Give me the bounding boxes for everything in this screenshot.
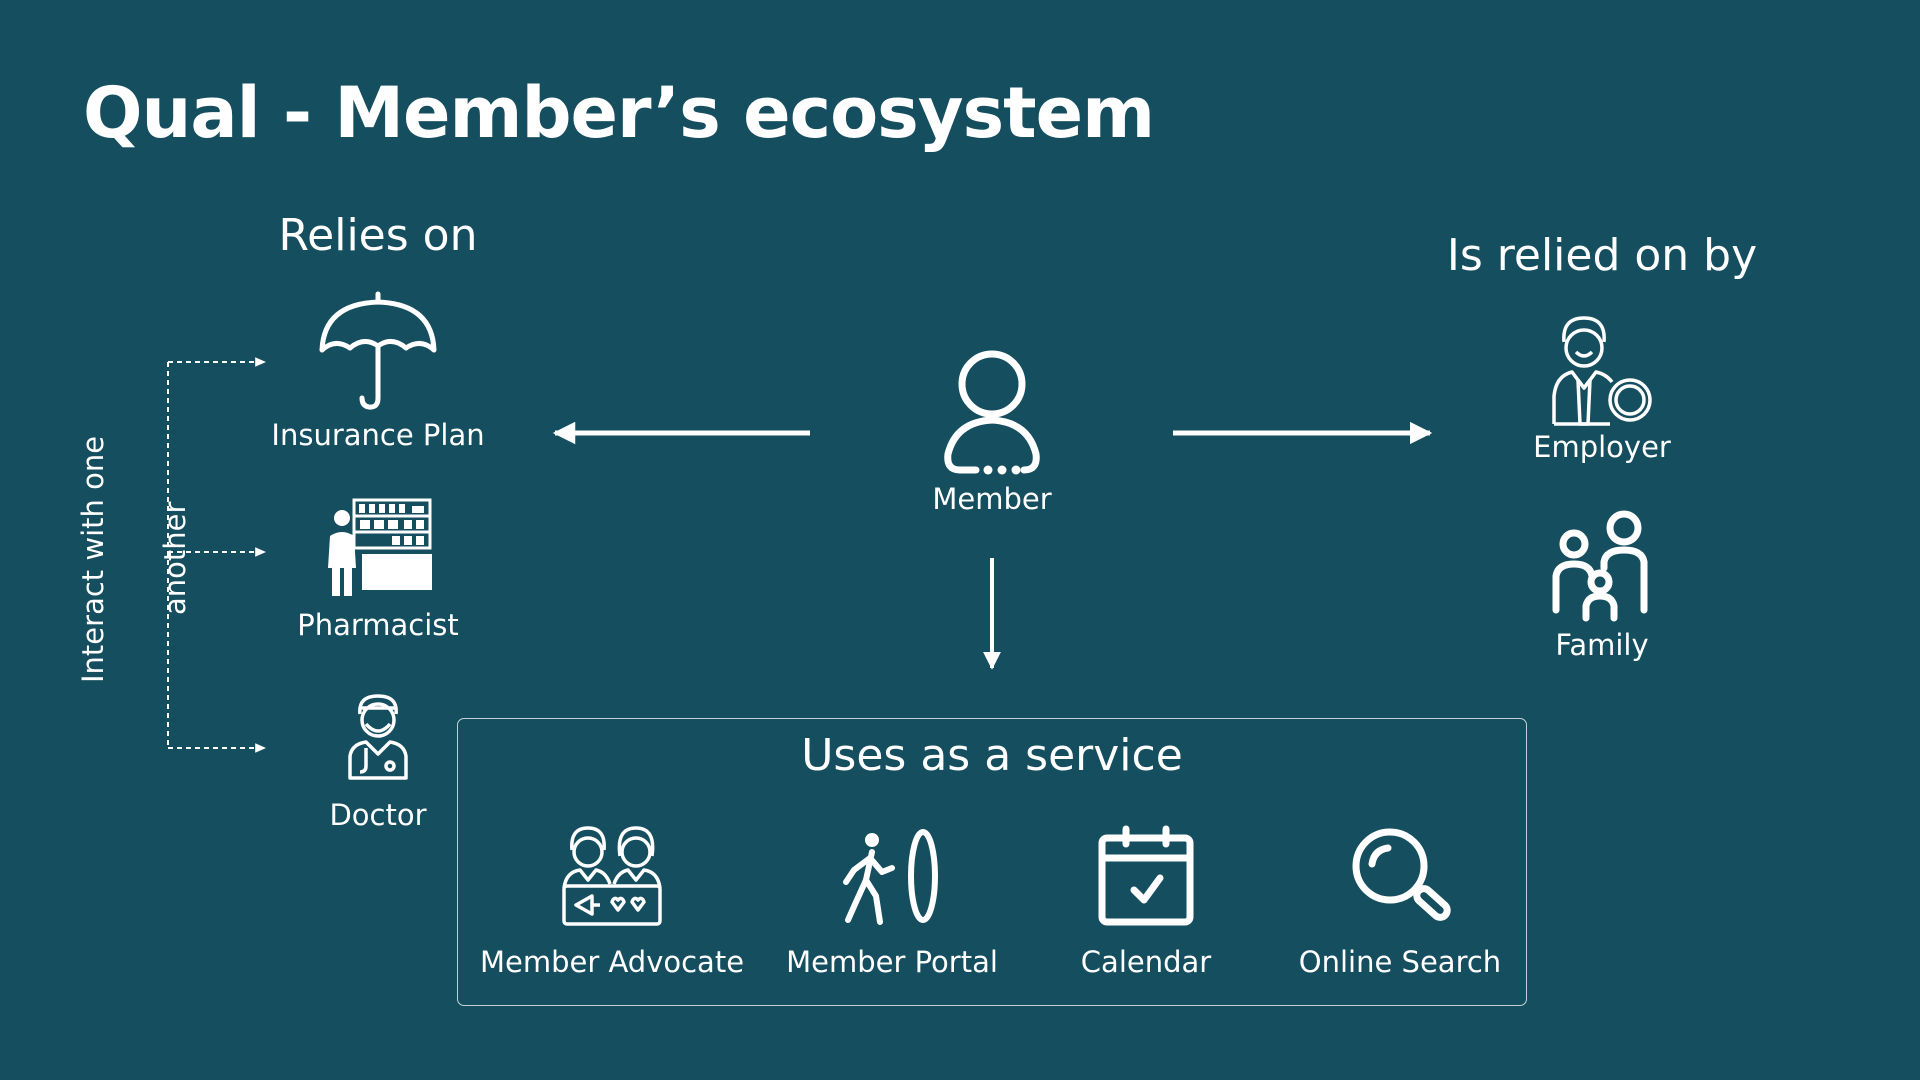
member-portal-label: Member Portal	[786, 945, 998, 979]
insurance-plan-label: Insurance Plan	[271, 418, 485, 452]
member-advocate-label: Member Advocate	[479, 945, 745, 979]
interaction-label-line2: another	[158, 501, 192, 615]
interaction-label-line1: Interact with one	[76, 435, 110, 683]
umbrella-icon	[318, 290, 438, 410]
pharmacist-icon	[322, 498, 434, 598]
doctor-icon	[346, 692, 410, 782]
relies-on-heading: Relies on	[278, 210, 478, 261]
pharmacist-label: Pharmacist	[297, 608, 459, 642]
online-search-label: Online Search	[1298, 945, 1502, 979]
person-icon	[942, 350, 1042, 475]
family-label: Family	[1555, 628, 1649, 662]
services-heading: Uses as a service	[801, 730, 1183, 781]
relied-on-by-heading: Is relied on by	[1446, 230, 1758, 281]
calendar-label: Calendar	[1080, 945, 1212, 979]
member-advocate-icon	[562, 826, 662, 926]
member-portal-icon	[842, 826, 942, 926]
doctor-label: Doctor	[329, 798, 427, 832]
family-icon	[1552, 510, 1648, 622]
slide-title: Qual - Member’s ecosystem	[83, 72, 1155, 154]
employer-label: Employer	[1533, 430, 1671, 464]
search-icon	[1350, 826, 1452, 926]
calendar-icon	[1096, 825, 1196, 926]
employer-icon	[1550, 316, 1654, 428]
interaction-bracket	[167, 357, 266, 753]
services-box	[457, 718, 1527, 1006]
member-label: Member	[932, 482, 1052, 516]
